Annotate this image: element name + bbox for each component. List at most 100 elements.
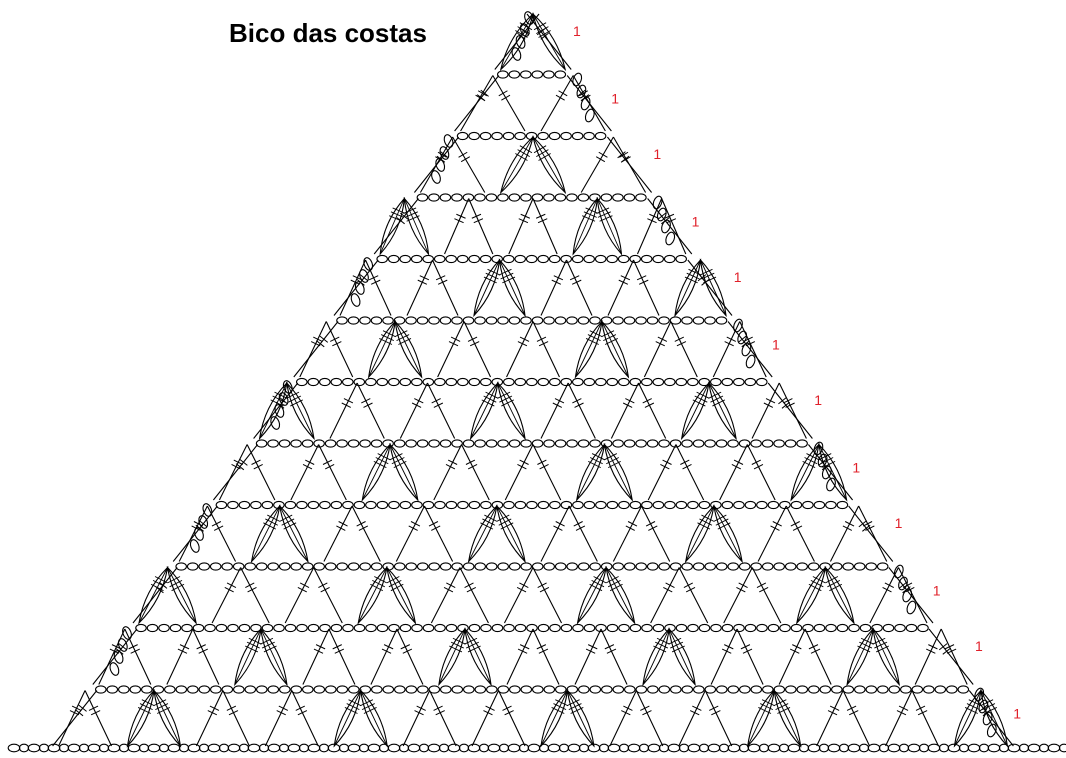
- chain-oval-icon: [445, 623, 458, 633]
- chain-oval-icon: [853, 685, 866, 694]
- chain-oval-icon: [376, 254, 389, 264]
- chain-oval-icon: [407, 743, 421, 753]
- chain-oval-icon: [324, 439, 337, 448]
- chain-oval-icon: [428, 562, 441, 571]
- chain-oval-icon: [418, 743, 430, 753]
- chain-oval-icon: [307, 623, 320, 633]
- double-crochet-icon: [320, 586, 330, 593]
- double-crochet-icon: [222, 690, 250, 747]
- chain-oval-icon: [821, 465, 832, 480]
- chain-oval-icon: [818, 743, 830, 753]
- chain-oval-icon: [353, 500, 366, 510]
- chain-oval-icon: [704, 562, 717, 571]
- chain-oval-icon: [152, 685, 165, 694]
- chain-oval-icon: [692, 562, 705, 571]
- double-crochet-icon: [325, 321, 354, 378]
- double-crochet-icon: [642, 710, 652, 716]
- chain-oval-icon: [894, 623, 906, 633]
- chain-oval-icon: [531, 193, 544, 202]
- chain-oval-icon: [284, 623, 297, 633]
- chain-oval-icon: [387, 254, 400, 264]
- double-crochet-icon: [609, 690, 637, 747]
- chain-oval-icon: [560, 500, 573, 510]
- chain-oval-icon: [577, 316, 590, 325]
- double-crochet-icon: [569, 275, 580, 281]
- chain-oval-icon: [347, 562, 360, 571]
- chain-oval-icon: [109, 662, 120, 676]
- chain-oval-icon: [458, 743, 470, 753]
- double-crochet-icon: [504, 710, 514, 716]
- double-crochet-icon: [98, 628, 126, 685]
- double-crochet-icon: [158, 581, 168, 589]
- double-crochet-icon: [844, 521, 855, 527]
- chain-oval-icon: [692, 439, 705, 448]
- double-crochet-icon: [448, 341, 459, 347]
- chain-oval-icon: [164, 685, 176, 694]
- chain-oval-icon: [175, 562, 187, 571]
- double-crochet-icon: [370, 628, 398, 685]
- chain-oval-icon: [721, 500, 734, 510]
- double-crochet-icon: [417, 279, 428, 285]
- chain-oval-icon: [1007, 743, 1021, 753]
- chain-oval-icon: [594, 377, 607, 387]
- chain-oval-icon: [790, 623, 803, 633]
- double-crochet-icon: [433, 705, 443, 711]
- double-crochet-icon: [58, 690, 86, 747]
- double-crochet-icon: [118, 643, 128, 651]
- double-crochet-icon: [537, 582, 547, 588]
- double-crochet-icon: [869, 567, 899, 624]
- chain-oval-icon: [755, 377, 768, 387]
- chain-oval-icon: [871, 623, 883, 633]
- double-crochet-icon: [460, 156, 471, 163]
- chain-oval-icon: [623, 439, 636, 448]
- chain-oval-icon: [982, 711, 993, 726]
- chain-oval-icon: [669, 685, 682, 694]
- double-crochet-icon: [846, 705, 857, 711]
- double-crochet-icon: [765, 398, 776, 404]
- chain-oval-icon: [221, 562, 233, 571]
- double-crochet-icon: [598, 151, 608, 158]
- chain-oval-icon: [827, 743, 841, 753]
- double-crochet-icon: [785, 505, 815, 562]
- chain-oval-icon: [583, 131, 595, 141]
- chain-oval-icon: [558, 743, 570, 753]
- double-crochet-icon: [471, 690, 500, 747]
- double-crochet-icon: [429, 690, 457, 747]
- double-crochet-icon: [519, 644, 530, 650]
- double-crochet-icon: [783, 398, 793, 404]
- chain-oval-icon: [307, 500, 320, 510]
- chain-oval-icon: [278, 392, 289, 406]
- double-crochet-icon: [305, 459, 315, 465]
- chain-oval-icon: [1058, 743, 1066, 753]
- chain-oval-icon: [629, 254, 642, 264]
- double-crochet-icon: [648, 525, 658, 531]
- chain-oval-icon: [566, 439, 578, 448]
- double-crochet-icon: [519, 336, 530, 342]
- double-crochet-icon: [662, 459, 672, 465]
- chain-oval-icon: [548, 131, 561, 141]
- double-crochet-icon: [675, 444, 705, 501]
- chain-oval-icon: [623, 562, 636, 571]
- chain-oval-icon: [27, 743, 41, 753]
- double-crochet-icon: [733, 459, 744, 465]
- chain-oval-icon: [393, 316, 406, 325]
- chain-oval-icon: [250, 500, 262, 510]
- chain-oval-icon: [503, 500, 515, 510]
- double-crochet-icon: [318, 444, 347, 501]
- double-crochet-icon: [74, 709, 84, 717]
- double-crochet-icon: [650, 567, 680, 624]
- chain-oval-icon: [656, 207, 667, 222]
- double-crochet-icon: [552, 402, 563, 408]
- chain-oval-icon: [704, 316, 716, 325]
- chain-oval-icon: [194, 527, 204, 541]
- chain-oval-icon: [431, 170, 441, 184]
- double-crochet-icon: [408, 525, 418, 531]
- double-crochet-icon: [574, 628, 602, 685]
- double-crochet-icon: [625, 525, 635, 531]
- double-crochet-icon: [228, 710, 239, 716]
- chain-oval-icon: [520, 562, 533, 571]
- chain-oval-icon: [1018, 743, 1030, 753]
- chain-oval-icon: [761, 439, 774, 448]
- chain-oval-icon: [744, 623, 757, 633]
- chain-oval-icon: [416, 439, 429, 448]
